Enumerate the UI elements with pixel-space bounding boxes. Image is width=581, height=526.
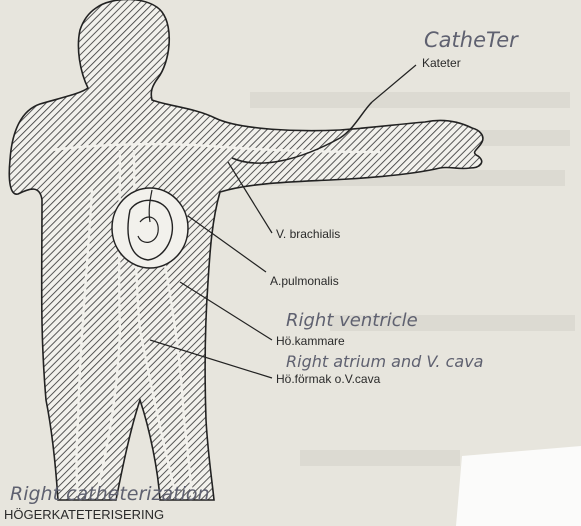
handwritten-right-ventricle: Right ventricle	[286, 310, 418, 331]
handwritten-right-catheterization: Right catheterization	[10, 483, 210, 505]
body-silhouette	[9, 0, 483, 500]
paper-scrap	[456, 446, 581, 526]
label-v-brachialis: V. brachialis	[276, 227, 340, 241]
label-ho-kammare: Hö.kammare	[276, 334, 345, 348]
handwritten-catheter: CatheTer	[424, 28, 519, 52]
heart-illustration	[112, 188, 188, 268]
label-a-pulmonalis: A.pulmonalis	[270, 274, 339, 288]
handwritten-right-atrium: Right atrium and V. cava	[286, 352, 483, 371]
label-kateter: Kateter	[422, 56, 461, 70]
label-ho-formak: Hö.förmak o.V.cava	[276, 372, 381, 386]
diagram-title: HÖGERKATETERISERING	[4, 507, 164, 522]
